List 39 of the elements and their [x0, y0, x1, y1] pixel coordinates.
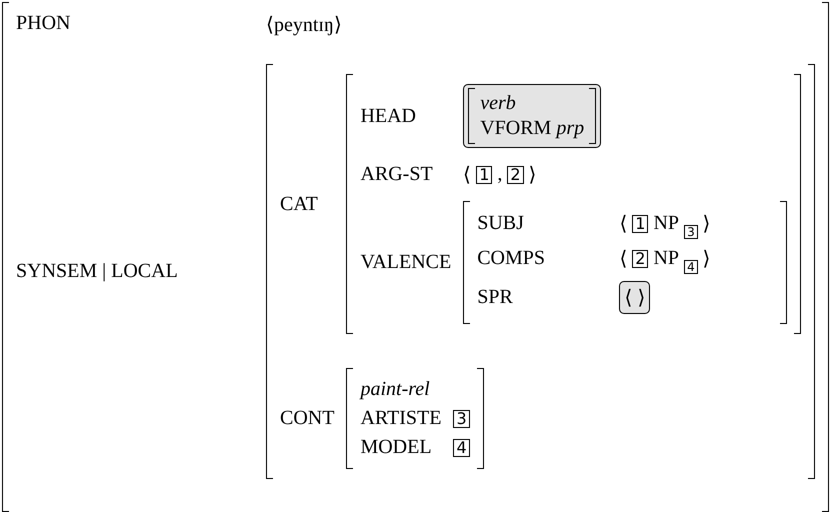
index-tag: 2	[507, 166, 524, 184]
value-text: ⟨	[619, 247, 628, 271]
attribute-name: SUBJ	[477, 212, 524, 235]
index-tag: 4	[453, 438, 470, 456]
value-text: VFORM prp	[480, 117, 584, 140]
attribute-name: ARTISTE	[360, 407, 442, 430]
index-tag: 4	[684, 260, 698, 274]
attribute-name: VALENCE	[360, 251, 452, 274]
value-text: ,	[497, 163, 502, 186]
attribute-value-matrix	[346, 368, 484, 469]
value-text: ⟨	[463, 163, 472, 187]
attribute-name: SYNSEM | LOCAL	[16, 260, 178, 283]
attribute-name: HEAD	[360, 104, 416, 128]
value-text: ⟩	[702, 212, 711, 236]
attribute-name: MODEL	[360, 436, 432, 459]
attribute-name: SPR	[477, 286, 513, 309]
value-text: ⟨peyntɪŋ⟩	[266, 13, 342, 37]
index-tag: 2	[632, 250, 648, 268]
value-text: ⟩	[702, 247, 711, 271]
attribute-name: PHON	[16, 12, 70, 35]
attribute-value-matrix	[346, 74, 801, 334]
value-text: paint-rel	[360, 378, 430, 401]
attribute-value-matrix	[463, 201, 787, 324]
attribute-value-matrix	[266, 64, 815, 479]
empty-list: ⟨ ⟩	[619, 281, 650, 314]
attribute-name: CONT	[280, 407, 334, 430]
value-text: NP	[653, 247, 680, 270]
index-tag: 1	[476, 166, 492, 184]
index-tag: 1	[632, 214, 648, 232]
index-tag: 3	[684, 224, 698, 238]
value-text: ⟩	[528, 163, 537, 187]
attribute-name: ARG-ST	[360, 163, 433, 186]
attribute-name: CAT	[280, 192, 318, 216]
value-text: verb	[480, 92, 516, 115]
value-text: ⟨	[619, 212, 628, 236]
shaded-matrix	[463, 84, 602, 148]
value-text: NP	[653, 212, 680, 235]
index-tag: 3	[453, 410, 470, 428]
attribute-name: COMPS	[477, 247, 546, 270]
